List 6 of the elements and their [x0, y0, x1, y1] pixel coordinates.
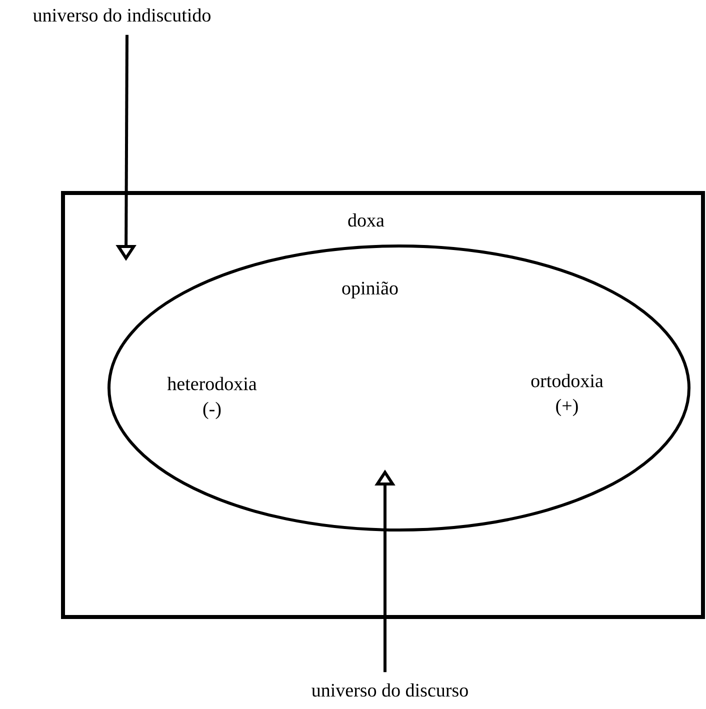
node-text: heterodoxia (-) [167, 376, 257, 420]
node-text: ortodoxia (+) [531, 374, 604, 416]
label-text: universo do indiscutido [33, 8, 210, 22]
node-text: doxa [348, 213, 384, 227]
node-text: opinião [342, 282, 398, 298]
label-text: universo do discurso [312, 683, 468, 697]
